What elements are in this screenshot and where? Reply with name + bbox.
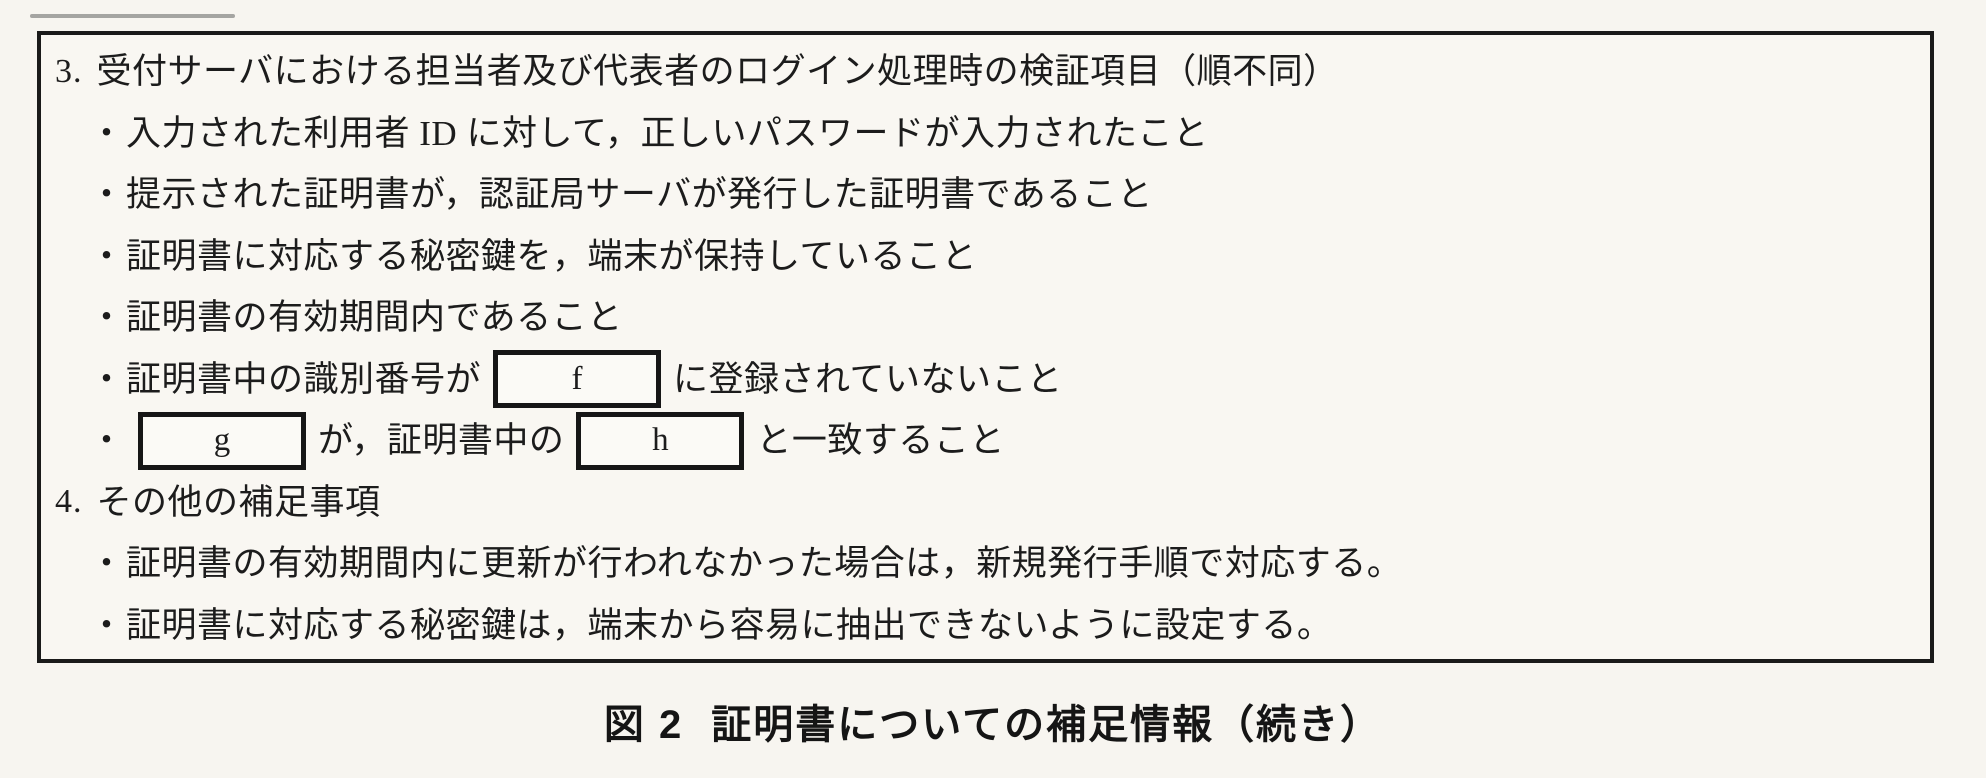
number-marker: 3. [55,52,83,90]
figure-lines: 3.受付サーバにおける担当者及び代表者のログイン処理時の検証項目（順不同）・入力… [41,41,1930,656]
line-text: 証明書に対応する秘密鍵は，端末から容易に抽出できないように設定する。 [126,605,1333,645]
number-marker: 4. [55,483,83,521]
line-text: 入力された利用者 ID に対して，正しいパスワードが入力されたこと [126,113,1209,153]
bullet-marker: ・ [89,298,125,338]
figure-line: ・証明書の有効期間内であること [41,287,1930,349]
figure-caption: 図 2 証明書についての補足情報（続き） [0,692,1986,750]
line-text: 提示された証明書が，認証局サーバが発行した証明書であること [126,175,1153,215]
line-text: と一致すること [756,421,1005,461]
bullet-marker: ・ [89,605,125,645]
line-text: 証明書に対応する秘密鍵を，端末が保持していること [126,236,977,276]
line-text: 証明書の有効期間内であること [126,298,623,338]
figure-line: ・証明書の有効期間内に更新が行われなかった場合は，新規発行手順で対応する。 [41,533,1930,595]
answer-blank-box-h: h [576,411,745,470]
scan-artifact-line [30,14,235,18]
figure-caption-number: 図 2 [603,703,684,747]
figure-line: ・証明書に対応する秘密鍵は，端末から容易に抽出できないように設定する。 [41,595,1930,657]
bullet-marker: ・ [89,544,125,584]
figure-line: ・証明書中の識別番号が f に登録されていないこと [41,349,1930,411]
bullet-marker: ・ [89,359,125,399]
figure-line: ・ g が，証明書中の h と一致すること [41,410,1930,472]
bullet-marker: ・ [89,421,125,461]
answer-blank-box-f: f [493,350,662,409]
figure-line: 3. 受付サーバにおける担当者及び代表者のログイン処理時の検証項目（順不同） [41,41,1930,103]
bullet-marker: ・ [89,113,125,153]
bullet-marker: ・ [89,175,125,215]
figure-line: ・入力された利用者 ID に対して，正しいパスワードが入力されたこと [41,103,1930,165]
line-text: 受付サーバにおける担当者及び代表者のログイン処理時の検証項目（順不同） [96,52,1339,92]
line-text: が，証明書中の [318,421,565,461]
figure-line: ・証明書に対応する秘密鍵を，端末が保持していること [41,226,1930,288]
line-text: その他の補足事項 [96,482,381,522]
line-text: 証明書中の識別番号が [126,359,482,399]
line-text: に登録されていないこと [673,359,1063,399]
figure-line: ・提示された証明書が，認証局サーバが発行した証明書であること [41,164,1930,226]
figure-caption-text: 証明書についての補足情報（続き） [711,703,1383,747]
line-text: 証明書の有効期間内に更新が行われなかった場合は，新規発行手順で対応する。 [126,544,1403,584]
answer-blank-box-g: g [138,411,307,470]
figure-line: 4. その他の補足事項 [41,472,1930,534]
bullet-marker: ・ [89,236,125,276]
figure-box: 3.受付サーバにおける担当者及び代表者のログイン処理時の検証項目（順不同）・入力… [37,31,1934,663]
